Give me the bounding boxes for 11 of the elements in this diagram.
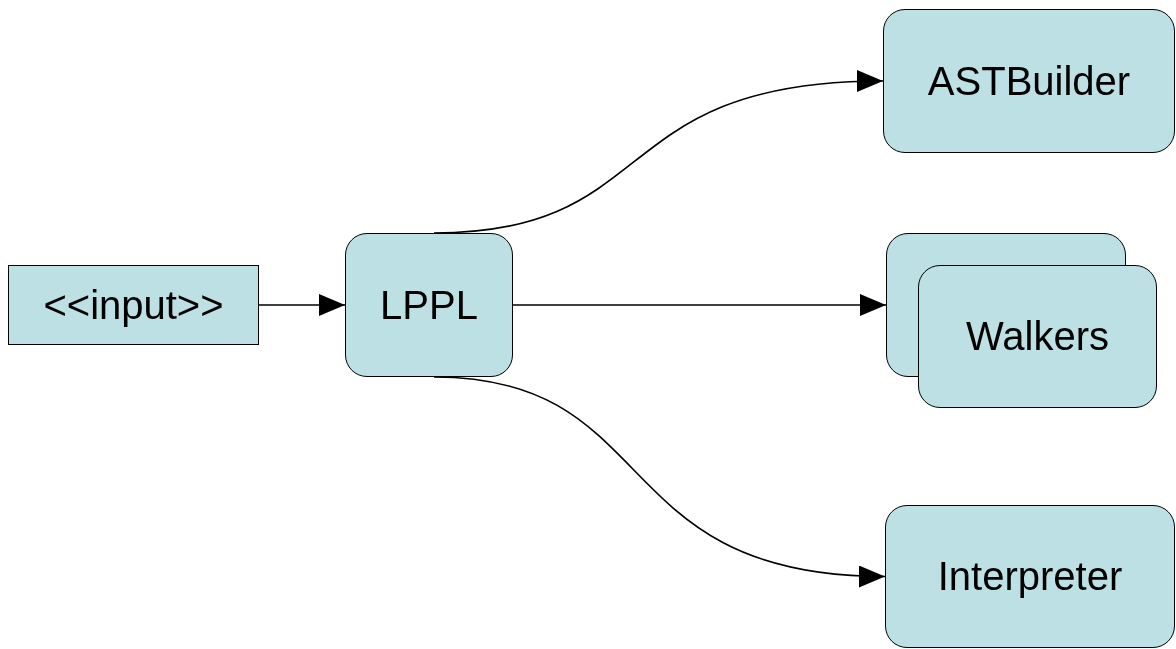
node-label: LPPL xyxy=(380,282,478,328)
process-box xyxy=(883,9,1175,153)
arrow xyxy=(258,294,346,316)
node-label: ASTBuilder xyxy=(927,58,1131,104)
node-label: <<input>> xyxy=(43,282,224,328)
process-box xyxy=(885,505,1175,648)
process-box xyxy=(345,233,513,377)
node-label: Interpreter xyxy=(937,554,1123,599)
input-box xyxy=(8,265,259,345)
arrow xyxy=(512,294,887,316)
node-label: Walkers xyxy=(966,314,1109,359)
